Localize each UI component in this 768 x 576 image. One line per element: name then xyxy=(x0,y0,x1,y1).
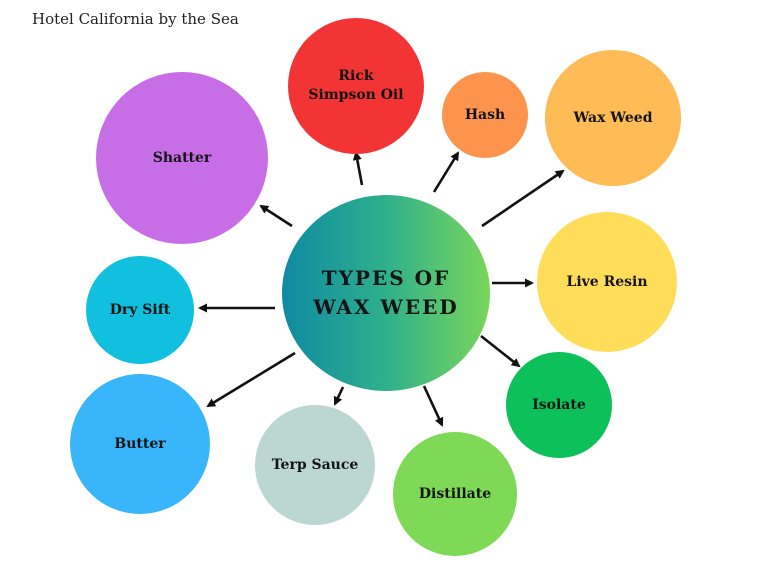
type-label: Live Resin xyxy=(566,273,648,290)
type-label: Rick xyxy=(338,68,374,85)
type-circle-rick-simpson-oil: Rick Simpson Oil xyxy=(288,18,424,154)
central-topic-circle: TYPES OF WAX WEED xyxy=(282,195,490,391)
arrow-terp xyxy=(333,386,345,406)
central-topic-line-1: TYPES OF xyxy=(321,266,451,290)
central-topic-line-2: WAX WEED xyxy=(313,295,459,319)
type-label-line-2: Simpson Oil xyxy=(308,87,404,103)
type-circle-live-resin: Live Resin xyxy=(537,212,677,352)
type-circle-shatter: Shatter xyxy=(96,72,268,244)
type-circle-terp-sauce: Terp Sauce xyxy=(255,405,375,525)
type-circle-wax-weed: Wax Weed xyxy=(545,50,681,186)
type-label: Shatter xyxy=(152,149,212,166)
arrow-wax xyxy=(481,169,565,228)
type-circle-hash: Hash xyxy=(442,72,528,158)
brand-caption: Hotel California by the Sea xyxy=(32,10,239,28)
arrow-shatter xyxy=(259,204,293,228)
type-label: Hash xyxy=(464,106,506,123)
type-label: Distillate xyxy=(418,485,492,502)
arrow-butter xyxy=(206,351,296,408)
arrow-hash xyxy=(432,151,460,193)
type-circle-distillate: Distillate xyxy=(393,432,517,556)
type-circle-butter: Butter xyxy=(70,374,210,514)
arrow-rick xyxy=(352,151,364,186)
type-label: Terp Sauce xyxy=(271,456,359,473)
type-label: Butter xyxy=(114,435,166,452)
type-label: Dry Sift xyxy=(109,301,171,318)
arrow-isolate xyxy=(480,334,521,368)
type-label: Wax Weed xyxy=(573,109,653,126)
type-circle-isolate: Isolate xyxy=(506,352,612,458)
type-label: Isolate xyxy=(532,396,586,413)
arrow-distillate xyxy=(422,385,444,427)
type-circle-dry-sift: Dry Sift xyxy=(86,256,194,364)
